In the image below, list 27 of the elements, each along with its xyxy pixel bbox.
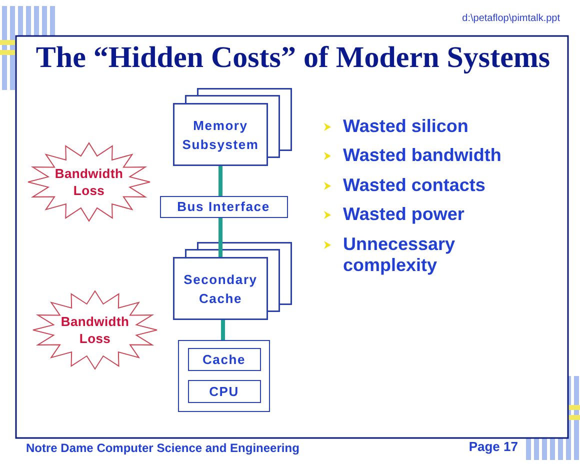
node-label: Cache xyxy=(202,350,246,368)
starburst-shape xyxy=(27,142,151,222)
bullet-text: Wasted power xyxy=(343,204,466,225)
process-box xyxy=(188,348,261,371)
stacked-box xyxy=(173,88,293,166)
node-label: Bandwidth Loss xyxy=(54,165,124,199)
connector-line xyxy=(218,218,222,257)
footer-text: Notre Dame Computer Science and Engineering xyxy=(26,441,300,455)
process-box xyxy=(160,196,288,218)
process-box xyxy=(188,380,261,403)
connector-line xyxy=(218,166,222,196)
file-path: d:\petaflop\pimtalk.ppt xyxy=(461,13,560,24)
node-label: Memory Subsystem xyxy=(181,116,260,154)
stacked-box xyxy=(173,242,293,321)
bullet-text: Wasted contacts xyxy=(343,175,486,196)
connector-line xyxy=(221,320,225,340)
starburst-shape xyxy=(32,290,158,370)
node-label: Bus Interface xyxy=(177,198,270,216)
page-number: Page 17 xyxy=(468,439,518,454)
bullet-text: Unnecessary complexity xyxy=(343,234,456,276)
node-label: CPU xyxy=(209,382,239,400)
node-label: Bandwidth Loss xyxy=(60,313,130,347)
slide-title: The “Hidden Costs” of Modern Systems xyxy=(34,40,552,76)
bullet-text: Wasted silicon xyxy=(343,116,470,137)
bullet-text: Wasted bandwidth xyxy=(343,145,502,166)
process-box xyxy=(178,340,270,412)
node-label: Secondary Cache xyxy=(182,270,258,308)
